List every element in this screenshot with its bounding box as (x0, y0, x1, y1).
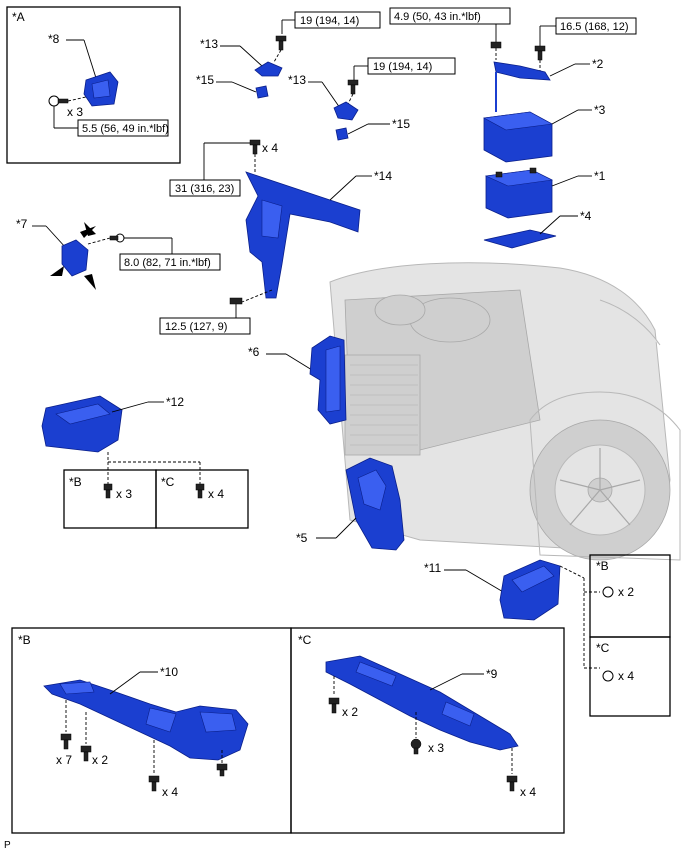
part-10-label: *10 (160, 665, 178, 679)
detail-panel-b: *B *10 x 7 x 2 x 4 (11, 627, 292, 834)
part-10-count-x7: x 7 (56, 753, 72, 767)
clip-icon (80, 745, 92, 762)
part-12-group: *12 *B *C x 3 x 4 (41, 395, 249, 529)
torque-spec-part-2: 16.5 (168, 12) (560, 21, 629, 33)
right-legend-b-count: x 2 (618, 585, 634, 599)
right-legend-c-label: *C (596, 641, 610, 655)
part-10-engine-under-cover (43, 679, 249, 761)
part-7-label: *7 (16, 217, 28, 231)
panel-b-label: *B (18, 633, 31, 647)
clip-icon (103, 483, 113, 499)
part-11-group: *11 *B *C x 2 x 4 (424, 554, 671, 717)
vehicle-engine-bay (329, 262, 681, 561)
legend-c-label: *C (161, 475, 175, 489)
part-6-group: *6 (248, 335, 347, 425)
part-9-count-x3: x 3 (428, 741, 444, 755)
bolt-icon (506, 775, 518, 792)
clip-icon (195, 483, 205, 499)
detail-panel-c: *C *9 x 2 x 3 x 4 (290, 627, 565, 834)
part-9-count-x4: x 4 (520, 785, 536, 799)
part-11-label: *11 (424, 561, 441, 575)
part-15-right-grommet (335, 127, 349, 141)
arrow-icon (50, 266, 64, 276)
panel-a-bolt-count: x 3 (67, 105, 83, 119)
clip-icon (602, 670, 614, 682)
part-5-group: *5 (296, 457, 405, 551)
part-10-count-x2: x 2 (92, 753, 108, 767)
torque-spec-part-14-lower: 12.5 (127, 9) (165, 321, 227, 333)
torque-spec-battery-terminal: 4.9 (50, 43 in.*lbf) (394, 11, 481, 23)
clip-icon (410, 738, 422, 755)
bolt-icon (48, 95, 69, 107)
part-9-engine-under-cover (325, 655, 519, 751)
part-14-group: x 4 31 (316, 23) *14 12.5 (127, 9) (159, 139, 392, 335)
nut-icon (490, 41, 502, 49)
figure-code: P (4, 840, 11, 851)
part-10-count-x4: x 4 (162, 785, 178, 799)
detail-panel-a: *A *8 x 3 5.5 (56, 49 in.*lbf) (6, 6, 181, 164)
part-9-count-x2: x 2 (342, 705, 358, 719)
bolt-icon (328, 697, 340, 714)
torque-spec-part-13-left: 19 (194, 14) (300, 15, 359, 27)
part-9-label: *9 (486, 667, 498, 681)
bolt-icon (229, 297, 243, 305)
part-7-bracket (61, 239, 89, 277)
part-6-label: *6 (248, 345, 260, 359)
bolt-icon (148, 775, 160, 792)
bolt-icon (109, 233, 125, 243)
bolt-icon (249, 139, 261, 155)
panel-c-label: *C (298, 633, 312, 647)
clip-icon (602, 586, 614, 598)
part-13-right-label: *13 (288, 73, 306, 87)
right-legend-c-count: x 4 (618, 669, 634, 683)
part-15-right-label: *15 (392, 117, 410, 131)
part-13-right-group: 19 (194, 14) *13 *15 (288, 57, 456, 141)
part-4-battery-tray (483, 229, 557, 249)
part-1-label: *1 (594, 169, 606, 183)
clip-icon (60, 733, 72, 750)
torque-spec-part-8: 5.5 (56, 49 in.*lbf) (82, 123, 169, 135)
part-15-left-label: *15 (196, 73, 214, 87)
clip-icon (216, 763, 228, 777)
part-13-left-group: 19 (194, 14) *13 *15 (196, 11, 381, 99)
arrow-icon (84, 274, 96, 290)
part-5-label: *5 (296, 531, 308, 545)
part-7-group: *7 8.0 (82, 71 in.*lbf) (16, 217, 221, 290)
part-14-bolt-count: x 4 (262, 141, 278, 155)
torque-spec-part-13-right: 19 (194, 14) (373, 61, 432, 73)
panel-a-label: *A (12, 10, 25, 24)
bolt-icon (534, 45, 546, 61)
part-13-left-label: *13 (200, 37, 218, 51)
part-14-label: *14 (374, 169, 392, 183)
part-13-right-bracket (333, 101, 359, 121)
bolt-icon (275, 35, 287, 51)
part-13-left-bracket (254, 61, 283, 77)
part-12-label: *12 (166, 395, 184, 409)
bolt-icon (347, 79, 359, 95)
legend-b-count: x 3 (116, 487, 132, 501)
part-11-cover (499, 559, 561, 621)
part-4-label: *4 (580, 209, 592, 223)
part-8-label: *8 (48, 32, 60, 46)
arrow-icon (84, 222, 96, 236)
part-15-left-grommet (255, 85, 269, 99)
part-8-bracket (83, 71, 119, 107)
part-2-clamp (493, 61, 551, 81)
torque-spec-part-7: 8.0 (82, 71 in.*lbf) (124, 257, 211, 269)
legend-b-label: *B (69, 475, 82, 489)
legend-c-count: x 4 (208, 487, 224, 501)
part-12-cover (41, 395, 123, 453)
torque-spec-part-14: 31 (316, 23) (175, 183, 234, 195)
part-2-label: *2 (592, 57, 604, 71)
battery-group: 4.9 (50, 43 in.*lbf) 16.5 (168, 12) *2 *… (389, 7, 637, 249)
right-legend-b-label: *B (596, 559, 609, 573)
part-3-label: *3 (594, 103, 606, 117)
